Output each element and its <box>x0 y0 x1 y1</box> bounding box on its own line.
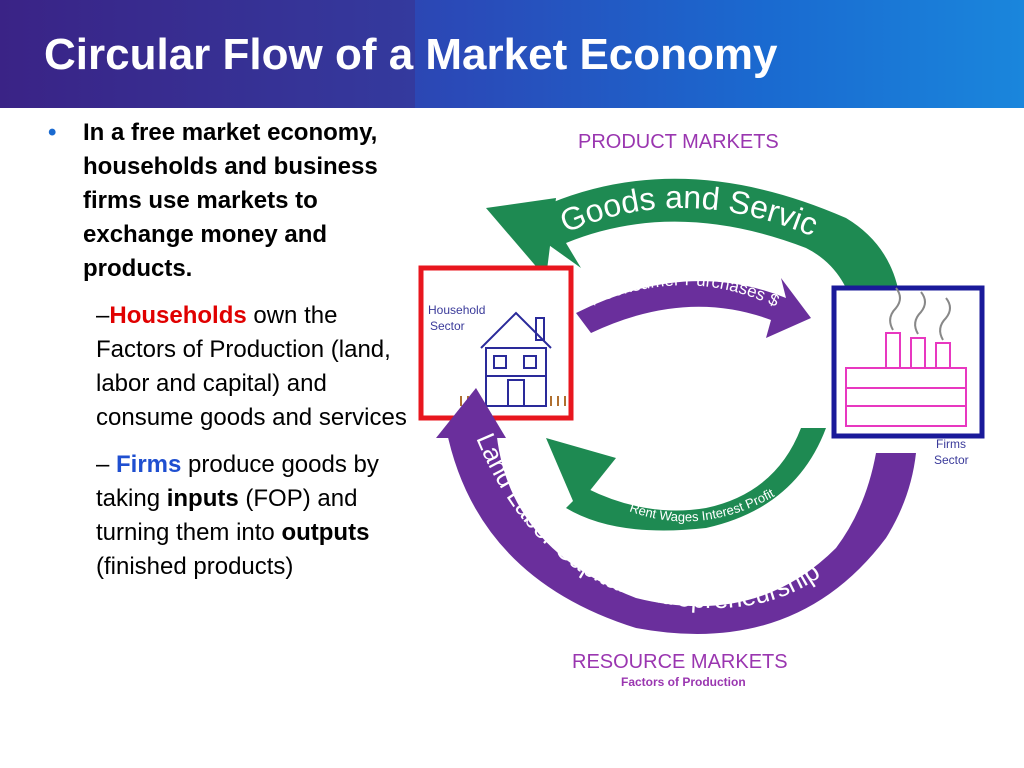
factor-payments-arrowhead <box>546 438 616 508</box>
firms-text-3: (finished products) <box>96 553 294 580</box>
bullet-icon: • <box>48 119 57 146</box>
firms-label-1: Firms <box>936 437 966 451</box>
bullet-list: • In a free market economy, households a… <box>44 116 416 584</box>
consumer-purchases-arrow <box>576 278 811 338</box>
households-text: own the Factors of Production (land, lab… <box>96 302 407 431</box>
firms-keyword: Firms <box>116 451 182 478</box>
household-label-2: Sector <box>430 319 465 333</box>
firms-bullet: – Firms produce goods by taking inputs (… <box>96 448 416 584</box>
dash: – <box>96 302 110 329</box>
main-bullet-text: In a free market economy, households and… <box>83 119 378 282</box>
main-bullet: • In a free market economy, households a… <box>44 116 416 286</box>
households-keyword: Households <box>109 302 247 329</box>
firms-label-2: Sector <box>934 453 969 467</box>
outputs-keyword: outputs <box>281 519 370 546</box>
resource-markets-label: RESOURCE MARKETS <box>572 651 788 673</box>
factor-payments-arrow <box>566 428 826 531</box>
firms-sector-box <box>831 285 985 439</box>
household-label-1: Household <box>428 303 485 317</box>
inputs-keyword: inputs <box>166 485 239 512</box>
smoke-icon <box>889 287 951 341</box>
title-bar-left <box>0 0 415 108</box>
firms-text-1: produce goods by taking <box>96 451 379 512</box>
households-bullet: –Households own the Factors of Productio… <box>96 299 416 435</box>
slide-title: Circular Flow of a Market Economy <box>44 30 778 79</box>
goods-services-arrow <box>511 178 901 318</box>
dash: – <box>96 451 117 478</box>
factory-icon <box>845 332 967 427</box>
circular-flow-diagram: PRODUCT MARKETS Goods and Services $ Con… <box>407 79 1024 698</box>
house-icon <box>480 311 552 407</box>
factors-of-production-label: Factors of Production <box>621 675 746 689</box>
resource-arrow <box>446 428 916 634</box>
firms-text-2: (FOP) and turning them into <box>96 485 358 546</box>
product-markets-label: PRODUCT MARKETS <box>578 131 779 153</box>
goods-services-arrowhead <box>486 198 556 278</box>
resource-arrowhead <box>436 388 506 438</box>
circular-flow-svg: PRODUCT MARKETS Goods and Services $ Con… <box>407 79 985 689</box>
household-sector-box <box>418 265 574 421</box>
